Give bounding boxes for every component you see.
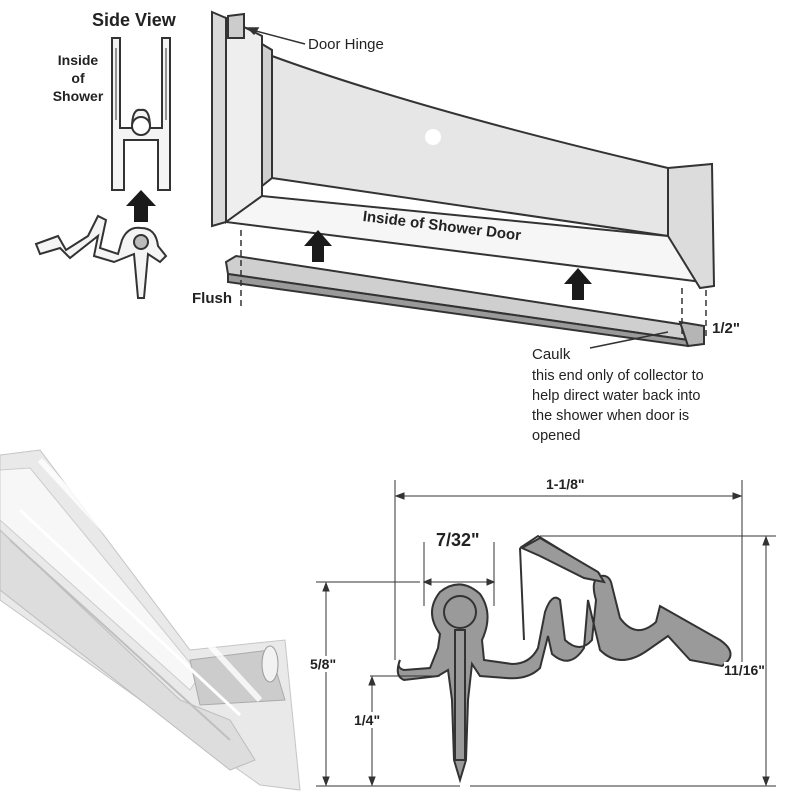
door-arrows xyxy=(304,230,592,300)
right-height-dimension: 11/16" xyxy=(724,662,765,678)
half-inch-label: 1/2" xyxy=(712,320,740,337)
bulb-width-dimension: 7/32" xyxy=(436,530,480,550)
collector-strip xyxy=(224,254,705,348)
inside-of-shower-label-line1: Inside xyxy=(57,52,99,68)
inside-of-shower-label-line2: of xyxy=(71,70,85,86)
caulk-note-line2: help direct water back into xyxy=(532,388,701,404)
door-hinge-label: Door Hinge xyxy=(308,36,384,53)
side-view-arrow xyxy=(126,190,156,222)
side-view-sweep xyxy=(34,214,168,299)
flush-label: Flush xyxy=(192,290,232,307)
clear-vinyl-strip-photo xyxy=(0,449,301,791)
door-hinge-leader xyxy=(246,27,306,45)
caulk-label: Caulk xyxy=(532,346,571,363)
side-view-channel xyxy=(111,37,171,191)
overall-width-dimension: 1-1/8" xyxy=(546,476,585,492)
caulk-note-line4: opened xyxy=(532,428,581,444)
dimension-lines xyxy=(316,480,776,787)
fin-height-dimension: 1/4" xyxy=(354,712,381,728)
caulk-note-line1: this end only of collector to xyxy=(532,368,704,384)
left-height-dimension: 5/8" xyxy=(310,656,337,672)
profile-section xyxy=(396,534,732,784)
inside-of-shower-label-line3: Shower xyxy=(52,88,104,104)
side-view-title: Side View xyxy=(92,10,176,30)
flush-dashed-line xyxy=(240,230,707,340)
shower-door xyxy=(211,10,716,290)
caulk-leader xyxy=(589,331,669,349)
caulk-note-line3: the shower when door is xyxy=(532,408,690,424)
